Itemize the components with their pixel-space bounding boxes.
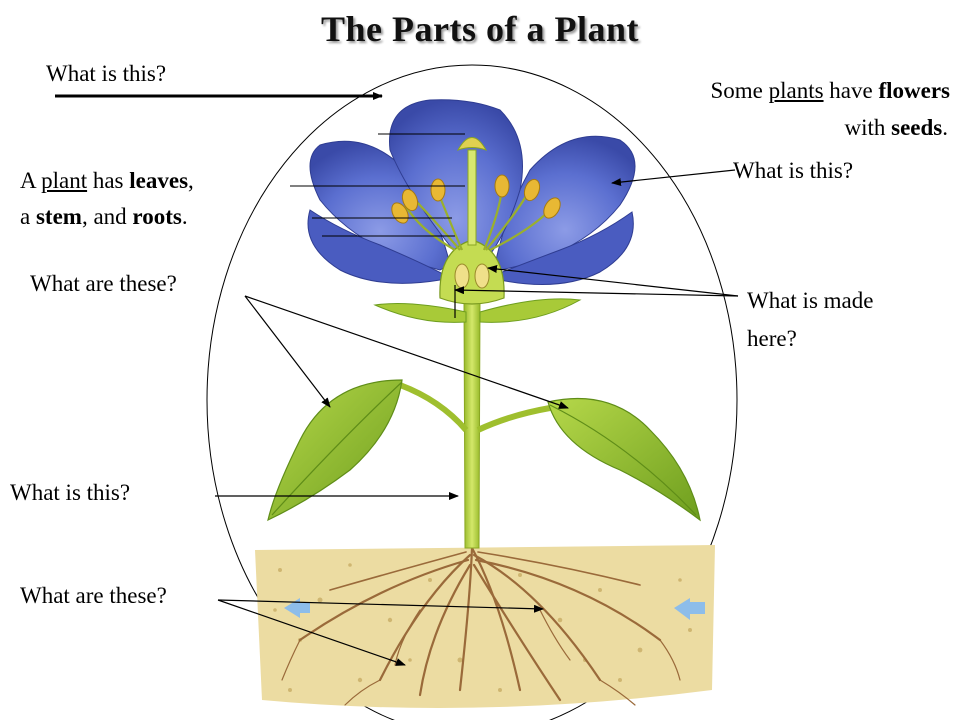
fact-word-have: have — [829, 78, 873, 103]
parts-word-a: A — [20, 168, 36, 193]
outline-ellipse — [206, 64, 738, 720]
stem-question-label: What is this? — [10, 480, 131, 505]
roots — [281, 546, 681, 706]
right-sepal — [479, 298, 582, 323]
ovule-left — [454, 263, 470, 289]
parts-word-and: , and — [81, 204, 127, 229]
plant-parts-fact-line1: A plant has leaves, — [20, 165, 194, 196]
fact-word-some: Some — [710, 78, 763, 103]
parts-comma: , — [188, 168, 194, 193]
flower-question-label: What is this? — [733, 158, 854, 183]
pistil — [467, 149, 477, 246]
plant-parts-fact-line2: a stem, and roots. — [20, 201, 188, 232]
fact-word-plants: plants — [768, 78, 824, 103]
ovule-right — [474, 263, 490, 289]
fact-period: . — [942, 115, 948, 140]
parts-word-leaves: leaves — [129, 168, 189, 193]
fact-word-seeds: seeds — [891, 115, 943, 140]
flower-petals — [307, 99, 636, 285]
right-blue-arrow-icon — [674, 598, 705, 620]
parts-word-stem: stem — [35, 204, 82, 229]
roots-question-label: What are these? — [20, 583, 167, 608]
made-question-line2: here? — [747, 326, 797, 351]
fact-word-flowers: flowers — [878, 78, 950, 103]
leaves-question-label: What are these? — [30, 271, 177, 296]
stigma — [456, 137, 488, 151]
soil — [255, 545, 715, 708]
parts-word-a2: a — [20, 204, 31, 229]
fact-word-with: with — [844, 115, 886, 140]
stem — [463, 299, 481, 549]
page-title: The Parts of a Plant — [321, 9, 639, 49]
ovary — [439, 239, 505, 305]
made-question-line1: What is made — [747, 288, 874, 313]
label-arrows — [55, 92, 739, 666]
flowers-fact-line2: with seeds. — [844, 112, 948, 143]
parts-period: . — [181, 204, 188, 229]
parts-word-roots: roots — [132, 204, 182, 229]
left-blue-arrow-icon — [284, 598, 310, 618]
top-question-label: What is this? — [46, 61, 167, 86]
right-leaf — [547, 397, 701, 522]
parts-word-plant: plant — [41, 168, 88, 193]
left-sepal — [373, 303, 467, 323]
flowers-fact-line1: Some plants have flowers — [710, 75, 950, 106]
parts-word-has: has — [92, 168, 124, 193]
